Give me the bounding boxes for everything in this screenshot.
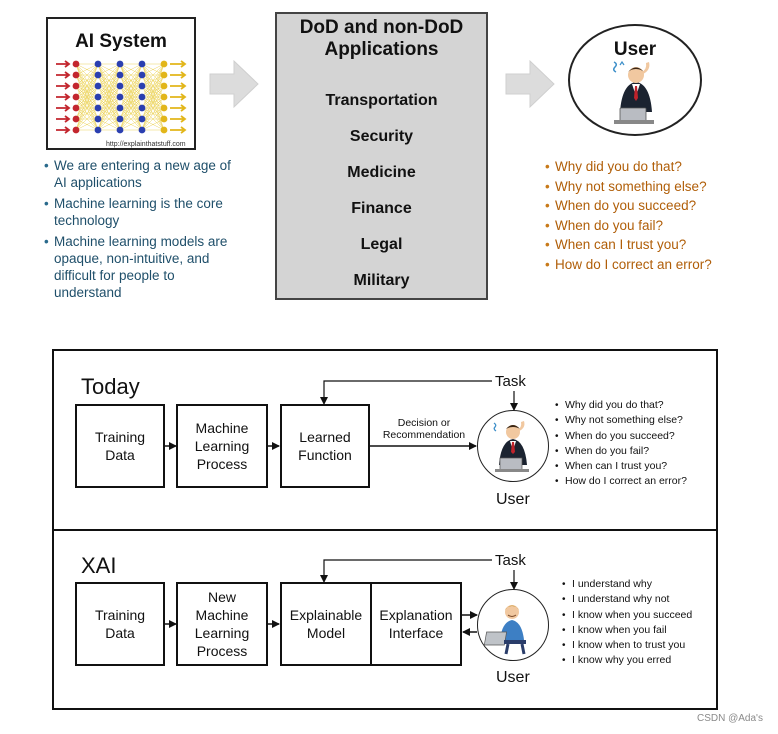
user-circle: User [568, 24, 702, 136]
application-item: Security [349, 128, 414, 145]
user-question: Why not something else? [543, 177, 753, 197]
xai-statement: I know when to trust you [560, 638, 720, 654]
user-question: When do you succeed? [543, 196, 753, 216]
xai-label: XAI [81, 553, 117, 578]
user-question: How do I correct an error? [543, 255, 753, 275]
today-questions: Why did you do that? Why not something e… [553, 398, 718, 490]
xai-statement: I understand why not [560, 592, 720, 608]
xai-statement: I understand why [560, 577, 720, 593]
new-ml-process-box: New Machine Learning Process [176, 582, 268, 666]
arrow-right-icon [505, 59, 555, 109]
ai-bullet: Machine learning models are opaque, non-… [42, 233, 232, 301]
explainable-model-box: Explainable Model [280, 582, 372, 666]
confused-user-icon [493, 421, 529, 472]
happy-user-icon [483, 605, 526, 655]
explanation-interface-box: Explanation Interface [370, 582, 462, 666]
ai-bullet: We are entering a new age of AI applicat… [42, 157, 232, 191]
today-question: Why did you do that? [553, 398, 718, 414]
today-question: Why not something else? [553, 413, 718, 429]
today-label: Today [81, 374, 140, 399]
user-question: When do you fail? [543, 216, 753, 236]
xai-statements: I understand why I understand why not I … [560, 577, 720, 669]
application-item: Legal [360, 236, 403, 253]
learned-function-box: Learned Function [280, 404, 370, 488]
today-question: When can I trust you? [553, 459, 718, 475]
task-label: Task [495, 373, 526, 390]
applications-box: DoD and non-DoD Applications Transportat… [275, 12, 488, 300]
ai-image-source: http://explainthatstuff.com [106, 141, 186, 148]
ml-process-box: Machine Learning Process [176, 404, 268, 488]
task-feedback-arrow [320, 380, 492, 405]
application-item: Medicine [347, 164, 416, 181]
today-question: When do you succeed? [553, 429, 718, 445]
application-item: Military [353, 272, 410, 289]
user-title: User [613, 39, 657, 60]
panel-divider [52, 529, 718, 531]
neural-network-icon [56, 60, 187, 134]
xai-user-circle [477, 589, 549, 661]
ai-system-box: AI System http://explainthatstuff.com [46, 17, 196, 150]
user-questions: Why did you do that? Why not something e… [543, 157, 753, 274]
today-question: How do I correct an error? [553, 474, 718, 490]
today-question: When do you fail? [553, 444, 718, 460]
xai-statement: I know when you fail [560, 623, 720, 639]
xai-statement: I know why you erred [560, 653, 720, 669]
task-feedback-arrow [320, 559, 492, 583]
decision-label: Decision or Recommendation [382, 417, 466, 441]
ai-system-title: AI System [75, 31, 167, 52]
today-user-label: User [496, 491, 530, 508]
confused-user-icon [612, 60, 654, 124]
today-user-circle [477, 410, 549, 482]
xai-user-label: User [496, 669, 530, 686]
training-data-box: Training Data [75, 582, 165, 666]
user-question: Why did you do that? [543, 157, 753, 177]
application-item: Finance [351, 200, 412, 217]
user-question: When can I trust you? [543, 235, 753, 255]
xai-statement: I know when you succeed [560, 608, 720, 624]
applications-title: DoD and non-DoD Applications [299, 17, 464, 60]
watermark: CSDN @Ada's [697, 713, 763, 724]
ai-system-bullets: We are entering a new age of AI applicat… [42, 157, 232, 305]
arrow-right-icon [209, 59, 259, 109]
application-item: Transportation [325, 92, 438, 109]
task-label: Task [495, 552, 526, 569]
training-data-box: Training Data [75, 404, 165, 488]
applications-list: Transportation Security Medicine Finance… [277, 92, 486, 308]
ai-bullet: Machine learning is the core technology [42, 195, 232, 229]
